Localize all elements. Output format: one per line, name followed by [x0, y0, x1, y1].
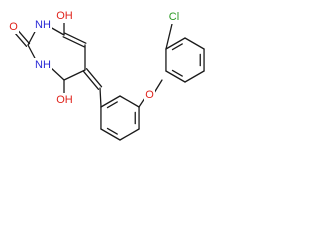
ring-bond: [49, 66, 65, 81]
atom-label-o-ether: O: [144, 88, 155, 102]
phenyl-ring-inner-bond: [106, 101, 118, 109]
phenyl-ring-inner-bond: [106, 127, 118, 135]
chlorophenyl-ring-bond: [184, 37, 205, 50]
ether-oxygen-label: O: [145, 89, 154, 101]
nitrogen-label: NH: [35, 19, 51, 31]
c-cl-bond: [165, 23, 173, 50]
exocyclic-double-bond: [85, 68, 103, 88]
chlorophenyl-ring-inner-bond: [171, 69, 183, 77]
ring-bond: [49, 26, 65, 36]
phenyl-ring-bond: [119, 95, 140, 108]
oxygen-label: O: [9, 21, 18, 33]
chlorophenyl-ring-bond: [165, 37, 186, 50]
nitrogen-label: NH: [35, 59, 51, 71]
atom-label-nh-lower: NH: [34, 58, 52, 72]
bond-layer: [12, 21, 205, 141]
chlorine-label: Cl: [169, 11, 179, 23]
atom-label-cl: Cl: [166, 10, 182, 24]
hydroxyl-label: OH: [56, 10, 73, 22]
phenyl-ring-bond: [100, 95, 121, 108]
atom-label-nh-upper: NH: [34, 18, 52, 32]
ring-double-bond: [64, 32, 87, 44]
atom-label-o-top: O: [8, 20, 19, 34]
phenyl-ring-bond: [100, 128, 121, 141]
atom-label-oh-bottom: OH: [55, 93, 74, 107]
ether-bond: [153, 79, 163, 94]
linker-bond: [99, 87, 102, 108]
ring-double-bond: [62, 36, 85, 48]
exocyclic-double-bond: [82, 70, 100, 90]
phenyl-ring-bond: [119, 128, 140, 141]
chemical-structure-diagram: O OH NH NH OH O Cl: [8, 9, 205, 141]
chlorophenyl-ring-bond: [165, 70, 186, 83]
chlorophenyl-ring-bond: [184, 70, 205, 83]
hydroxyl-label: OH: [56, 94, 73, 106]
ring-bond: [63, 69, 86, 81]
chlorophenyl-ring-inner-bond: [171, 43, 183, 51]
atom-label-oh-top: OH: [55, 9, 74, 23]
